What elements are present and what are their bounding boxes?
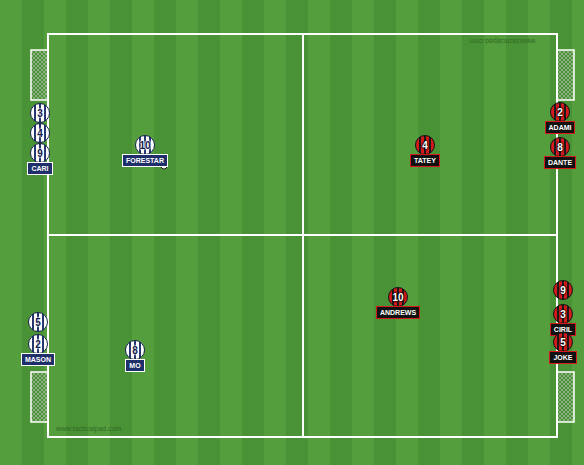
shirt-number: 10: [135, 135, 155, 155]
shirt-number: 3: [553, 304, 573, 324]
player-name: FORESTAR: [122, 154, 168, 167]
player-marker: 10ANDREWS: [376, 287, 420, 319]
watermark: www.tacticalpad.com: [470, 38, 535, 45]
player-name: MASON: [21, 353, 55, 366]
player-name: JOKE: [549, 351, 576, 364]
shirt-number: 9: [30, 143, 50, 163]
player-name: DANTE: [544, 156, 576, 169]
player-name: CARI: [27, 162, 52, 175]
player-name: ANDREWS: [376, 306, 420, 319]
player-name: MO: [125, 359, 144, 372]
shirt-number: 4: [415, 135, 435, 155]
shirt-number: 2: [550, 102, 570, 122]
goals: [31, 50, 574, 422]
player-name: ADAMI: [545, 121, 576, 134]
shirt-number: 4: [30, 123, 50, 143]
player-marker: 2ADAMI: [545, 102, 576, 134]
shirt-number: 2: [28, 334, 48, 354]
player-name: TATEY: [410, 154, 440, 167]
pitch-lines: [48, 34, 557, 437]
shirt-number: 5: [28, 312, 48, 332]
player-marker: 8MO: [125, 340, 145, 372]
player-marker: 3: [30, 103, 50, 123]
shirt-number: 8: [125, 340, 145, 360]
shirt-number: 8: [550, 137, 570, 157]
player-marker: 4TATEY: [410, 135, 440, 167]
player-marker: 5: [28, 312, 48, 332]
shirt-number: 3: [30, 103, 50, 123]
player-marker: 2MASON: [21, 334, 55, 366]
player-marker: 9: [553, 280, 573, 300]
player-marker: 8DANTE: [544, 137, 576, 169]
shirt-number: 9: [553, 280, 573, 300]
player-marker: 9CARI: [27, 143, 52, 175]
shirt-number: 5: [553, 332, 573, 352]
player-marker: 5JOKE: [549, 332, 576, 364]
watermark: www.tacticalpad.com: [56, 425, 121, 432]
shirt-number: 10: [388, 287, 408, 307]
player-marker: 10FORESTAR: [122, 135, 168, 167]
player-marker: 4: [30, 123, 50, 143]
